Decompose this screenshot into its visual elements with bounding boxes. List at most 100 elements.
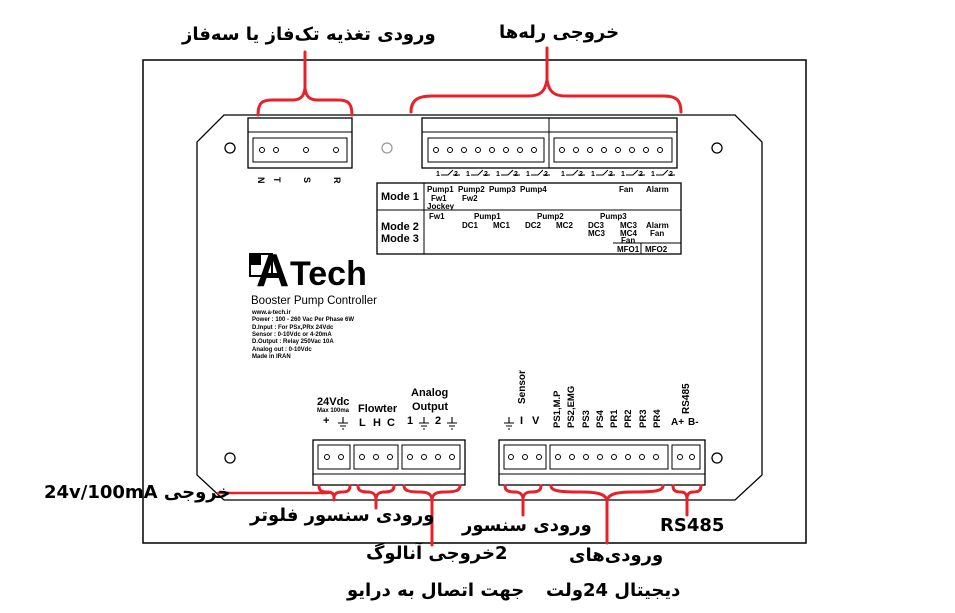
logo-mark <box>249 253 273 277</box>
mode2-label: Mode 2 <box>381 221 419 233</box>
digital-inputs-annotation-line2: دیجیتال 24ولت <box>546 580 681 601</box>
power-pin-label: T <box>272 177 282 183</box>
rs485-pin-a: A+ <box>671 417 685 428</box>
relay-contact-label: 2 <box>579 171 583 178</box>
relay-contact-label: 2 <box>514 171 518 178</box>
mode1-fw1: Fw1 <box>431 194 447 203</box>
relay-contact-label: 2 <box>544 171 548 178</box>
analog-title-2: Output <box>412 401 449 413</box>
mode1-fw2: Fw2 <box>462 194 478 203</box>
mode1-label: Mode 1 <box>381 191 419 203</box>
analog-output-annotation-line2: جهت اتصال به درایو <box>347 580 525 601</box>
mode1-alarm: Alarm <box>646 185 669 194</box>
mode1-pump2: Pump2 <box>458 185 485 194</box>
digital-input-label: PS4 <box>595 410 606 428</box>
relay-contact-label: 2 <box>639 171 643 178</box>
rs485-pin-b: B- <box>688 417 699 428</box>
mode3-label: Mode 3 <box>381 233 419 245</box>
analog-output-annotation: 2خروجی آنالوگ <box>366 543 508 564</box>
relay-contact-label: 1 <box>561 171 565 178</box>
spec-line: Power : 100 - 260 Vac Per Phase 6W <box>252 317 355 324</box>
digital-input-label: PR3 <box>638 409 649 428</box>
mode2-pump3: Pump3 <box>600 212 627 221</box>
logo-subtitle: Booster Pump Controller <box>251 295 377 307</box>
mounting-hole <box>711 452 723 464</box>
digital-inputs-annotation: ورودی‌های <box>569 545 664 566</box>
mode2-mfo1: MFO1 <box>617 245 640 254</box>
relay-contact-label: 2 <box>669 171 673 178</box>
relay-contact-label: 1 <box>621 171 625 178</box>
mode2-dc1: DC1 <box>462 221 479 230</box>
mode2-mc2: MC2 <box>556 221 573 230</box>
analog-pin-1: 1 <box>407 415 414 427</box>
mounting-hole <box>711 142 723 154</box>
spec-line: www.a-tech.ir <box>252 310 291 316</box>
power-pin-label: R <box>332 177 342 184</box>
digital-input-label: PS1,M.P <box>552 390 563 429</box>
rs485-title: RS485 <box>681 383 692 414</box>
ground-symbols <box>338 417 514 430</box>
sensor-pin-v: V <box>532 415 540 427</box>
mode2-fw1: Fw1 <box>429 212 445 221</box>
relay-contact-label: 1 <box>496 171 500 178</box>
digital-input-label: PS2,EMG <box>566 385 577 428</box>
relay-contact-symbols <box>441 169 675 176</box>
mode2-pump1: Pump1 <box>474 212 501 221</box>
relay-contact-label: 2 <box>454 171 458 178</box>
mode1-pump4: Pump4 <box>520 185 547 194</box>
digital-input-label: PS3 <box>581 410 592 428</box>
enclosure-frame <box>142 59 807 544</box>
relay-outputs-annotation: خروجی رله‌ها <box>499 22 620 43</box>
mode2-pump2: Pump2 <box>537 212 564 221</box>
mode2-mc3-b: MC3 <box>620 221 637 230</box>
analog-pin-2: 2 <box>435 415 442 427</box>
mode2-dc2: DC2 <box>525 221 542 230</box>
bottom-right-terminal-block <box>498 439 706 486</box>
mode2-fan2: Fan <box>650 229 665 238</box>
mode2-mc1: MC1 <box>493 221 510 230</box>
flowter-sensor-annotation: ورودی سنسور فلوتر <box>250 505 435 526</box>
relay-contact-label: 1 <box>436 171 440 178</box>
digital-input-label: PR4 <box>652 409 663 428</box>
bottom-left-terminal-block <box>312 439 466 486</box>
mode1-pump1: Pump1 <box>427 185 454 194</box>
relay-contact-label: 1 <box>651 171 655 178</box>
v24-title: 24Vdc <box>317 396 350 408</box>
mounting-hole <box>224 452 236 464</box>
mode1-pump3: Pump3 <box>489 185 516 194</box>
relay-contact-label: 1 <box>591 171 595 178</box>
logo-letter-a: A <box>256 244 290 296</box>
relay-contact-label: 2 <box>609 171 613 178</box>
relay-contact-label: 1 <box>526 171 530 178</box>
logo-brand-text: Tech <box>290 255 367 293</box>
sensor-pin-i: I <box>520 415 524 427</box>
power-pin-label: N <box>256 177 266 184</box>
spec-line: D.Input : For PSx,PRx 24Vdc <box>252 324 334 331</box>
spec-line: Sensor : 0-10Vdc or 4-20mA <box>252 331 332 338</box>
v24-plus: + <box>323 415 330 427</box>
mode2-mc4: MC4 <box>620 229 637 238</box>
digital-input-label: PR2 <box>623 409 634 428</box>
mode1-jockey: Jockey <box>427 202 455 211</box>
flowter-title: Flowter <box>358 403 398 415</box>
sensor-input-annotation: ورودی سنسور <box>462 515 592 536</box>
power-pin-label: S <box>302 177 312 184</box>
relay-contact-label: 2 <box>484 171 488 178</box>
power-input-annotation: ورودی تغذیه تک‌فاز یا سه‌فاز <box>182 24 436 45</box>
mounting-hole <box>381 142 393 154</box>
power-terminal-block <box>247 117 353 169</box>
board-outline <box>196 114 763 501</box>
mode2-mc3: MC3 <box>588 229 605 238</box>
spec-line: Analog out : 0-10Vdc <box>252 346 312 353</box>
relay-contact-label: 1 <box>466 171 470 178</box>
rs485-annotation: RS485 <box>660 515 725 536</box>
flowter-pin-h: H <box>373 417 381 429</box>
v24-subtitle: Max 100ma <box>317 408 350 414</box>
mode-table-grid <box>376 182 682 255</box>
relay-terminal-blocks <box>421 117 678 169</box>
mode1-fan: Fan <box>619 185 634 194</box>
output-24v-annotation: خروجی 24v/100mA <box>44 482 231 503</box>
mounting-hole <box>224 142 236 154</box>
